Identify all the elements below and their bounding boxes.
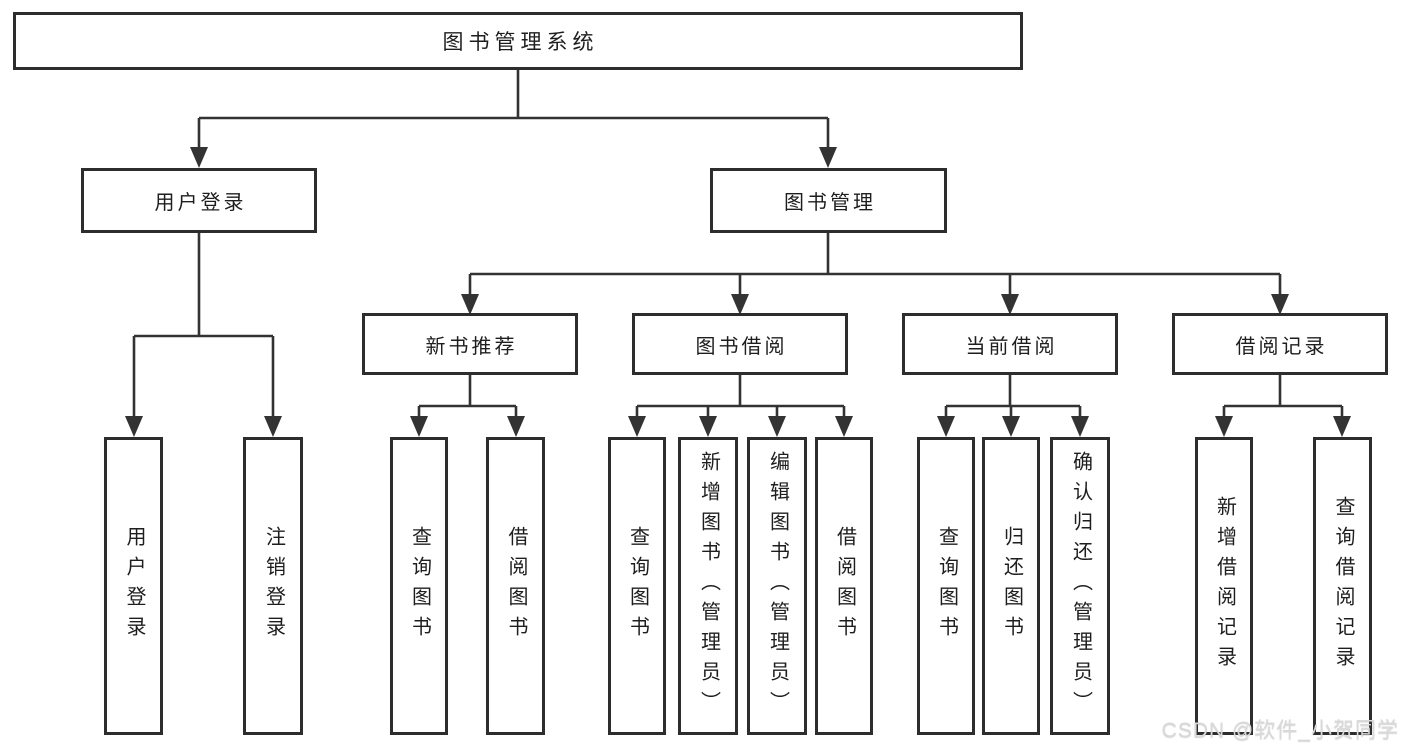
leaf-newbook-query-label: 查询图书 <box>408 526 431 646</box>
leaf-newbook-borrow: 借阅图书 <box>486 437 545 735</box>
leaf-current-query: 查询图书 <box>917 437 975 735</box>
csdn-watermark: CSDN @软件_小贺同学 <box>1161 719 1399 742</box>
leaf-logout-label: 注销登录 <box>262 526 285 646</box>
node-user-login-label: 用户登录 <box>154 192 247 214</box>
leaf-record-query: 查询借阅记录 <box>1313 437 1372 735</box>
leaf-borrow-query: 查询图书 <box>608 437 666 735</box>
node-current-borrow: 当前借阅 <box>902 313 1118 375</box>
leaf-user-login: 用户登录 <box>104 437 163 735</box>
leaf-newbook-query: 查询图书 <box>390 437 448 735</box>
leaf-record-add-label: 新增借阅记录 <box>1213 496 1236 676</box>
node-current-borrow-label: 当前借阅 <box>965 335 1058 358</box>
node-root: 图书管理系统 <box>13 12 1023 70</box>
node-new-book-recommend-label: 新书推荐 <box>425 335 518 358</box>
leaf-confirm-return-admin-label: 确认归还（管理员） <box>1069 451 1092 721</box>
leaf-current-query-label: 查询图书 <box>935 526 958 646</box>
leaf-return-book: 归还图书 <box>982 437 1040 735</box>
node-book-borrow-label: 图书借阅 <box>695 335 788 358</box>
arrowheads <box>125 147 1351 437</box>
leaf-borrow-edit-admin-label: 编辑图书（管理员） <box>766 451 789 721</box>
leaf-user-login-label: 用户登录 <box>123 526 145 646</box>
leaf-borrow-book: 借阅图书 <box>815 437 873 735</box>
node-book-management: 图书管理 <box>710 168 947 233</box>
node-book-borrow: 图书借阅 <box>632 313 848 375</box>
leaf-borrow-query-label: 查询图书 <box>626 526 649 646</box>
leaf-return-book-label: 归还图书 <box>1000 526 1023 646</box>
leaf-borrow-book-label: 借阅图书 <box>833 526 856 646</box>
node-user-login: 用户登录 <box>81 168 317 233</box>
node-borrow-record: 借阅记录 <box>1172 313 1388 375</box>
leaf-borrow-add-admin-label: 新增图书（管理员） <box>697 451 720 721</box>
leaf-record-query-label: 查询借阅记录 <box>1332 496 1354 676</box>
node-book-management-label: 图书管理 <box>784 192 876 214</box>
leaf-record-add: 新增借阅记录 <box>1195 437 1253 735</box>
leaf-borrow-add-admin: 新增图书（管理员） <box>678 437 738 735</box>
node-borrow-record-label: 借阅记录 <box>1235 335 1328 358</box>
leaf-newbook-borrow-label: 借阅图书 <box>505 526 527 646</box>
node-new-book-recommend: 新书推荐 <box>362 313 578 375</box>
leaf-confirm-return-admin: 确认归还（管理员） <box>1050 437 1110 735</box>
leaf-borrow-edit-admin: 编辑图书（管理员） <box>747 437 807 735</box>
leaf-logout: 注销登录 <box>243 437 303 735</box>
node-root-label: 图书管理系统 <box>442 31 599 54</box>
